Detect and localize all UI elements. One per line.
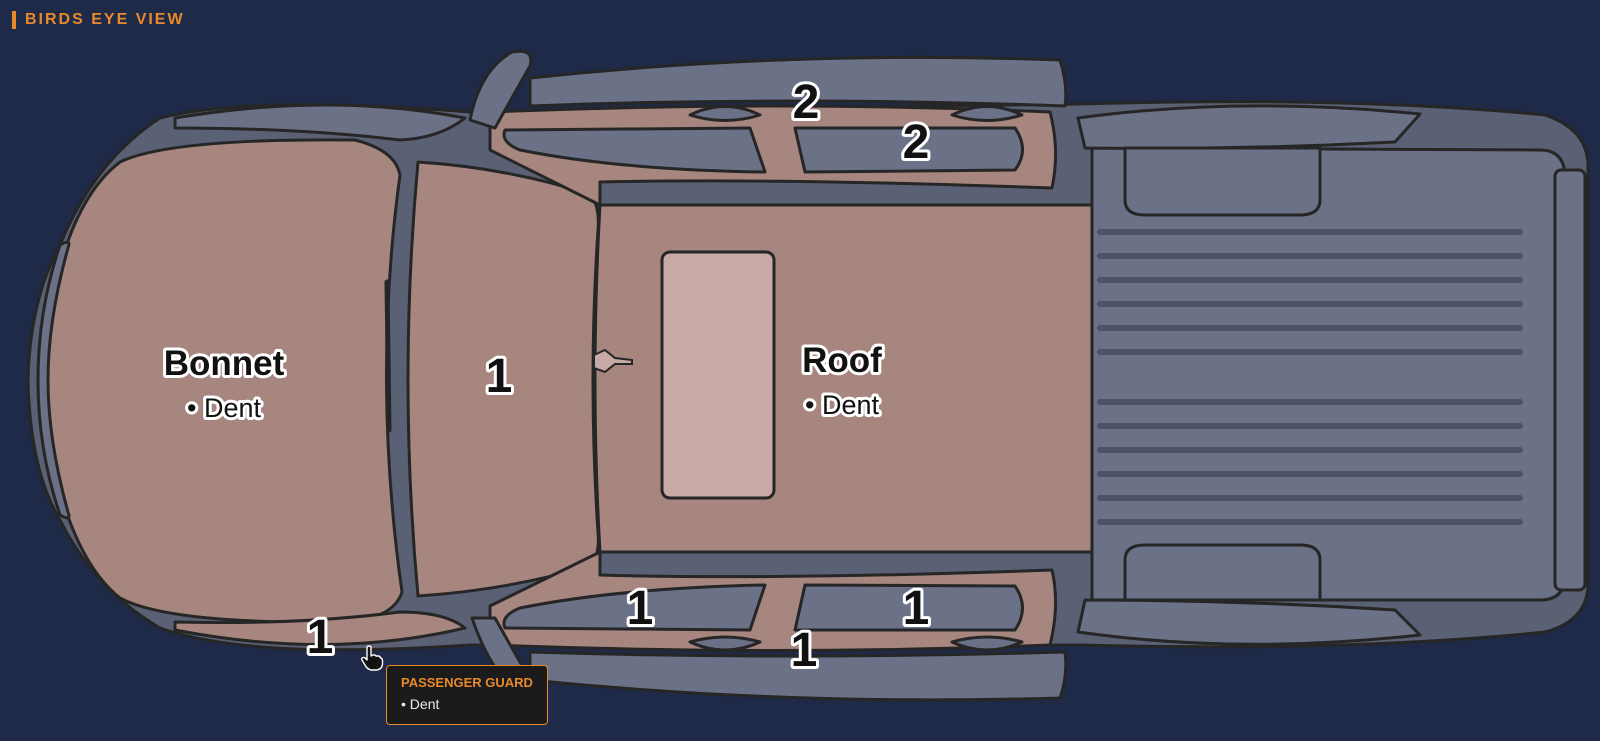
window-top-front xyxy=(502,126,767,174)
roof-damage: • Dent xyxy=(805,390,879,420)
guard-bottom-count: 1 xyxy=(307,611,334,664)
door-bottom-front-count: 1 xyxy=(627,582,654,635)
mirror-top-count: 2 xyxy=(793,76,820,129)
door-bottom-rear-count: 1 xyxy=(903,582,930,635)
door-handle-bottom-front xyxy=(688,635,762,652)
bonnet-damage: • Dent xyxy=(187,393,261,423)
door-handle-top-rear xyxy=(950,105,1024,122)
windscreen-count: 1 xyxy=(486,350,513,403)
wiper xyxy=(384,279,392,433)
bonnet-label: Bonnet xyxy=(164,344,285,383)
antenna-icon xyxy=(593,348,633,374)
tailgate[interactable] xyxy=(1553,168,1587,592)
door-handle-top-front xyxy=(688,105,762,122)
wheel-arch-bottom xyxy=(1123,543,1322,602)
sunroof[interactable] xyxy=(660,250,776,500)
wheel-arch-top xyxy=(1123,146,1322,217)
section-header: BIRDS EYE VIEW xyxy=(12,10,185,30)
bed-rail-top[interactable] xyxy=(1076,104,1422,150)
mirror-bottom-count: 1 xyxy=(791,624,818,677)
mirror-top[interactable] xyxy=(468,49,533,130)
window-bottom-front xyxy=(502,583,767,632)
tooltip-item: • Dent xyxy=(401,696,440,712)
door-handle-bottom-rear xyxy=(950,635,1024,652)
damage-tooltip: PASSENGER GUARD • Dent xyxy=(386,665,548,725)
header-accent-bar xyxy=(12,11,16,29)
guard-bottom[interactable] xyxy=(173,610,467,646)
running-board-bottom[interactable] xyxy=(528,650,1068,702)
running-board-top[interactable] xyxy=(528,55,1068,108)
section-title: BIRDS EYE VIEW xyxy=(25,11,185,28)
bed-ribs xyxy=(1097,229,1523,525)
tooltip-title: PASSENGER GUARD xyxy=(401,675,533,690)
roof-label: Roof xyxy=(802,341,882,380)
door-top-count: 2 xyxy=(903,116,930,169)
front-bumper[interactable] xyxy=(36,240,71,520)
window-bottom-rear xyxy=(793,583,1024,632)
guard-top[interactable] xyxy=(173,103,467,142)
window-top-rear xyxy=(793,126,1024,174)
hand-cursor-icon xyxy=(360,645,384,671)
